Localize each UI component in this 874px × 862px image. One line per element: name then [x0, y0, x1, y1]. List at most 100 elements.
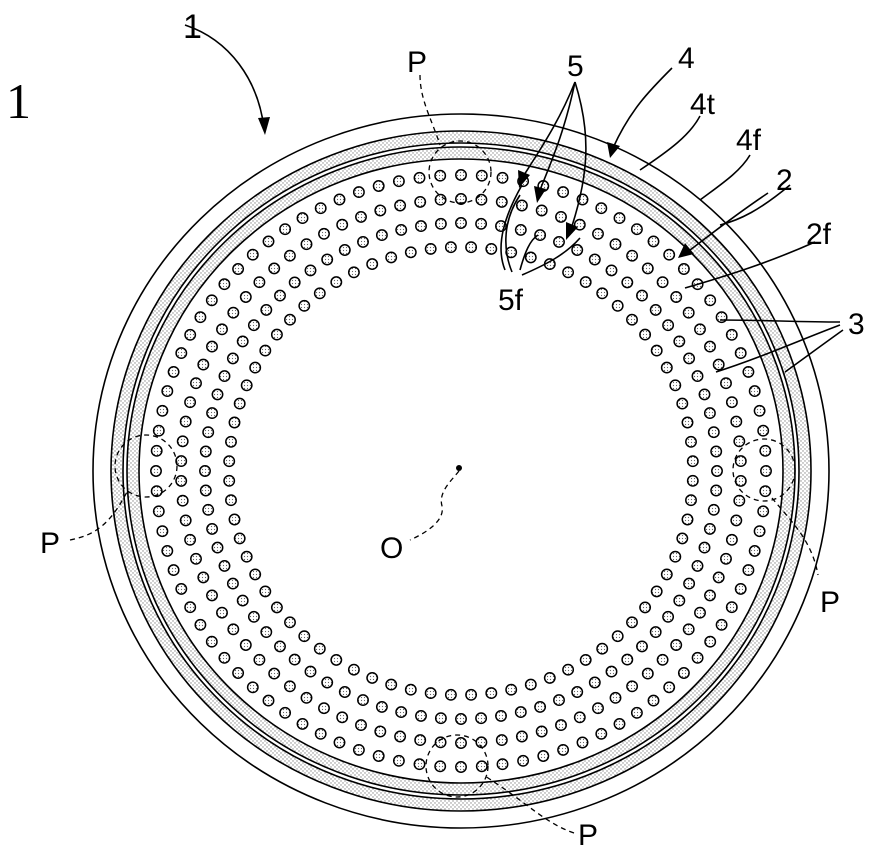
core-dot — [260, 345, 270, 355]
core-dot — [299, 301, 309, 311]
core-dot — [406, 247, 416, 257]
core-dot — [497, 173, 507, 183]
core-dot — [556, 212, 566, 222]
core-dot — [563, 665, 573, 675]
core-dot — [760, 486, 770, 496]
core-dot — [648, 695, 658, 705]
core-dot — [476, 713, 486, 723]
core-dot — [476, 219, 486, 229]
core-dot — [597, 288, 607, 298]
core-dot — [506, 685, 516, 695]
core-dot — [516, 225, 526, 235]
core-dot — [664, 682, 674, 692]
core-dot — [331, 277, 341, 287]
core-dot — [168, 565, 178, 575]
label-assembly: 1 — [183, 8, 202, 46]
core-dot — [224, 476, 234, 486]
core-dot — [760, 446, 770, 456]
core-dot — [414, 173, 424, 183]
core-dot — [269, 668, 279, 678]
core-dot — [374, 751, 384, 761]
core-dot — [761, 466, 771, 476]
core-dot — [446, 242, 456, 252]
core-dot — [191, 554, 201, 564]
label-p-top: P — [407, 46, 427, 79]
core-dot — [242, 552, 252, 562]
core-dot — [436, 219, 446, 229]
core-dot — [354, 745, 364, 755]
core-dot — [640, 602, 650, 612]
core-dot — [168, 367, 178, 377]
core-dot — [377, 702, 387, 712]
core-dot — [290, 654, 300, 664]
core-dot — [396, 225, 406, 235]
core-dot — [242, 380, 252, 390]
core-dot — [466, 242, 476, 252]
core-dot — [705, 590, 715, 600]
core-dot — [349, 665, 359, 675]
figure-number: 1 — [6, 73, 31, 129]
core-dot — [285, 617, 295, 627]
core-dot — [394, 176, 404, 186]
core-dot — [195, 620, 205, 630]
core-dot — [750, 386, 760, 396]
core-dot — [226, 437, 236, 447]
core-dot — [684, 624, 694, 634]
core-dot — [260, 586, 270, 596]
core-dot — [716, 312, 726, 322]
core-dot — [386, 679, 396, 689]
core-dot — [627, 315, 637, 325]
core-dot — [203, 427, 213, 437]
core-dot — [486, 244, 496, 254]
core-dot — [375, 205, 385, 215]
core-dot — [614, 719, 624, 729]
core-dot — [235, 533, 245, 543]
core-dot — [736, 348, 746, 358]
core-dot — [711, 485, 721, 495]
core-dot — [406, 685, 416, 695]
core-dot — [516, 707, 526, 717]
core-dot — [395, 731, 405, 741]
core-dot — [331, 655, 341, 665]
core-dot — [727, 602, 737, 612]
core-dot — [674, 595, 684, 605]
core-dot — [446, 690, 456, 700]
core-dot — [219, 653, 229, 663]
core-dot — [679, 264, 689, 274]
core-dot — [686, 437, 696, 447]
core-dot — [178, 496, 188, 506]
core-dot — [238, 595, 248, 605]
core-dot — [684, 353, 694, 363]
core-dot — [554, 695, 564, 705]
core-dot — [396, 707, 406, 717]
core-dot — [228, 624, 238, 634]
label-cladding: 4 — [678, 42, 695, 75]
core-dot — [518, 756, 528, 766]
core-dot — [248, 250, 258, 260]
core-dot — [705, 295, 715, 305]
core-dot — [613, 301, 623, 311]
core-dot — [627, 251, 637, 261]
core-dot — [212, 389, 222, 399]
core-dot — [435, 761, 445, 771]
core-dot — [185, 330, 195, 340]
core-dot — [581, 277, 591, 287]
core-dot — [185, 535, 195, 545]
core-dot — [736, 456, 746, 466]
core-dot — [610, 693, 620, 703]
core-dot — [367, 673, 377, 683]
core-dot — [207, 590, 217, 600]
core-dot — [558, 187, 568, 197]
core-dot — [250, 362, 260, 372]
core-dot — [358, 237, 368, 247]
core-dot — [705, 408, 715, 418]
core-dot — [593, 229, 603, 239]
core-dot — [207, 524, 217, 534]
core-dot — [162, 386, 172, 396]
core-dot — [195, 312, 205, 322]
core-dot — [677, 533, 687, 543]
core-dot — [526, 252, 536, 262]
core-dot — [657, 277, 667, 287]
core-dot — [456, 714, 466, 724]
core-dot — [269, 263, 279, 273]
